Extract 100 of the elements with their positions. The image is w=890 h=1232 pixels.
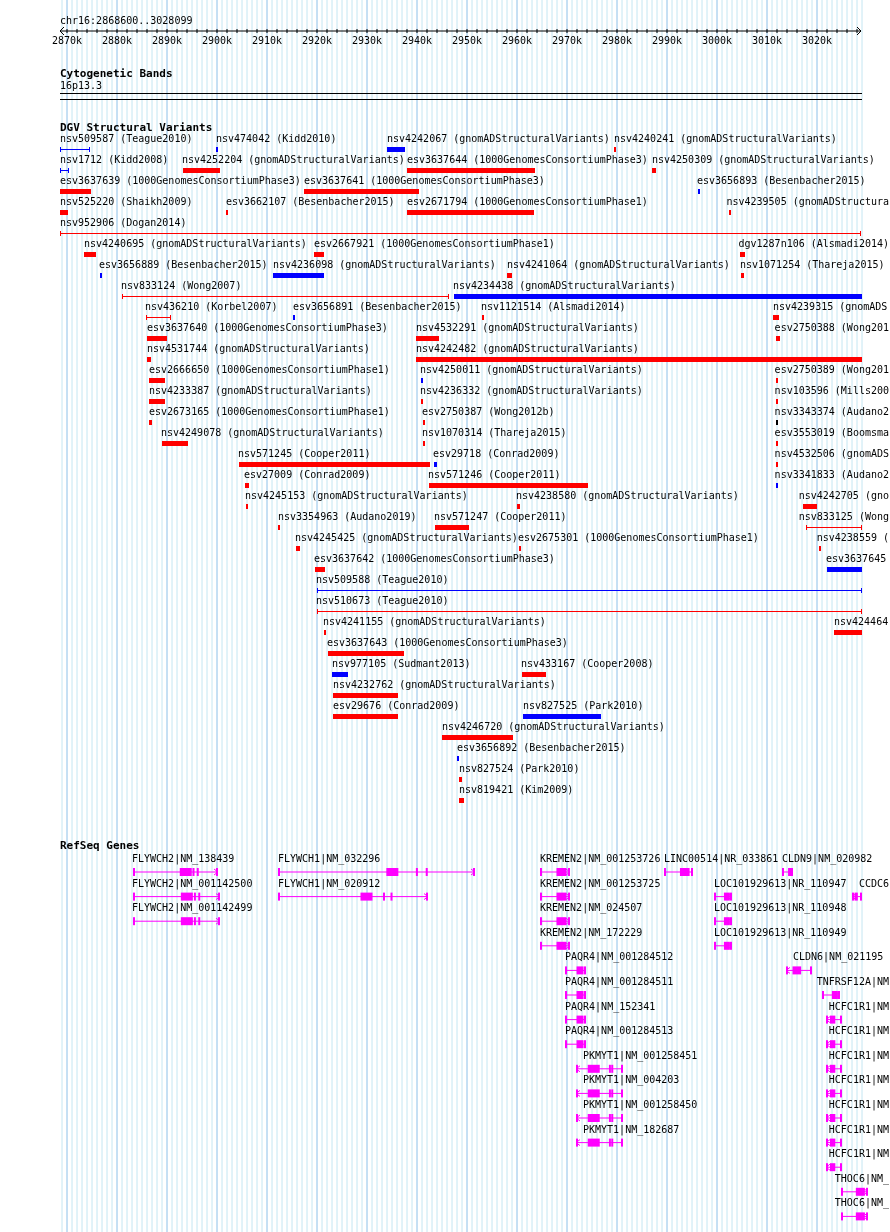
gene-label: HCFC1R1|NM (828, 1025, 889, 1038)
gene-label: HCFC1R1|NM (828, 1148, 889, 1161)
coordinate-range-title: chr16:2868600..3028099 (60, 15, 193, 27)
gene-label: PKMYT1|NM_001258450 (583, 1099, 698, 1111)
variant-label: nsv4249078 (gnomADStructuralVariants) (161, 427, 384, 439)
gene-label: PAQR4|NM_001284512 (565, 951, 674, 964)
variant-label: nsv833125 (Wong (798, 511, 889, 523)
variant-label: nsv4241064 (gnomADStructuralVariants) (507, 259, 730, 271)
variant-label: nsv571246 (Cooper2011) (428, 469, 561, 481)
gene-label: FLYWCH2|NM_001142499 (132, 902, 253, 915)
variant-label: esv3656891 (Besenbacher2015) (293, 301, 462, 313)
axis-tick-label: 2960k (501, 35, 533, 47)
variant-label: esv3637639 (1000GenomesConsortiumPhase3) (60, 175, 301, 187)
variant-label: nsv4252204 (gnomADStructuralVariants) (182, 154, 405, 166)
variant-label: nsv4242067 (gnomADStructuralVariants) (387, 133, 610, 145)
gene-label: PAQR4|NM_001284513 (565, 1025, 674, 1038)
chromosome-band-label: 16p13.3 (60, 80, 103, 92)
gene-label: FLYWCH1|NM_032296 (278, 853, 381, 865)
gene-label: FLYWCH2|NM_138439 (132, 853, 235, 865)
variant-label: nsv510673 (Teague2010) (316, 595, 449, 607)
variant-label: esv3637644 (1000GenomesConsortiumPhase3) (407, 154, 648, 166)
gene-label: KREMEN2|NM_024507 (540, 902, 643, 915)
variant-label: nsv509587 (Teague2010) (60, 133, 193, 145)
variant-label: nsv4240241 (gnomADStructuralVariants) (614, 133, 837, 145)
variant-label: esv27009 (Conrad2009) (244, 469, 371, 481)
variant-label: nsv4238559 ( (816, 532, 889, 544)
track-title: RefSeq Genes (60, 840, 140, 852)
axis-tick-label: 2970k (551, 35, 583, 47)
variant-label: nsv1712 (Kidd2008) (60, 154, 169, 166)
variant-label: nsv952906 (Dogan2014) (60, 217, 187, 229)
gene-label: LOC101929613|NR_110948 (714, 902, 847, 915)
axis-tick-label: 2950k (451, 35, 483, 47)
axis-tick-label: 2880k (101, 35, 133, 47)
variant-label: nsv3343374 (Audano2 (774, 406, 889, 418)
gene-label: HCFC1R1|NM (828, 1099, 889, 1111)
gene-label: KREMEN2|NM_172229 (540, 926, 643, 939)
variant-label: nsv4233387 (gnomADStructuralVariants) (149, 385, 372, 397)
variant-label: nsv3354963 (Audano2019) (278, 511, 417, 523)
variant-label: esv2667921 (1000GenomesConsortiumPhase1) (314, 238, 555, 250)
axis-tick-label: 3010k (751, 35, 783, 47)
gene-label: TNFRSF12A|NM (816, 976, 889, 988)
variant-label: esv2675301 (1000GenomesConsortiumPhase1) (518, 532, 759, 544)
variant-label: esv3637641 (1000GenomesConsortiumPhase3) (304, 175, 545, 187)
variant-label: nsv4239505 (gnomADStructura (726, 196, 889, 208)
variant-label: nsv4532291 (gnomADStructuralVariants) (416, 322, 639, 334)
variant-label: nsv827525 (Park2010) (523, 700, 644, 712)
variant-label: nsv4240695 (gnomADStructuralVariants) (84, 238, 307, 250)
gene-label: CLDN6|NM_021195 (793, 951, 884, 964)
gene-label: LINC00514|NR_033861 (664, 853, 779, 865)
variant-label: nsv4250309 (gnomADStructuralVariants) (652, 154, 875, 166)
gene-label: PKMYT1|NM_182687 (583, 1123, 680, 1136)
variant-label: nsv509588 (Teague2010) (316, 574, 449, 586)
variant-label: nsv4246720 (gnomADStructuralVariants) (442, 721, 665, 733)
variant-label: nsv4245425 (gnomADStructuralVariants) (295, 532, 518, 544)
variant-label: esv2750389 (Wong201 (774, 364, 889, 376)
variant-label: nsv4531744 (gnomADStructuralVariants) (147, 343, 370, 355)
variant-label: nsv103596 (Mills200 (774, 385, 889, 397)
variant-label: esv3662107 (Besenbacher2015) (226, 196, 395, 208)
variant-label: nsv4232762 (gnomADStructuralVariants) (333, 679, 556, 691)
gene-label: LOC101929613|NR_110947 (714, 877, 847, 890)
gene-label: HCFC1R1|NM (828, 1074, 889, 1087)
variant-label: esv3637643 (1000GenomesConsortiumPhase3) (327, 637, 568, 649)
variant-label: nsv4236098 (gnomADStructuralVariants) (273, 259, 496, 271)
axis-tick-label: 2990k (651, 35, 683, 47)
variant-label: esv3553019 (Boomsma (774, 427, 889, 439)
variant-label: esv29676 (Conrad2009) (333, 700, 460, 712)
variant-label: esv3656893 (Besenbacher2015) (697, 175, 866, 187)
variant-label: esv2750387 (Wong2012b) (422, 406, 555, 418)
variant-label: esv2750388 (Wong201 (774, 322, 889, 334)
variant-label: nsv424464 (834, 616, 889, 628)
variant-label: nsv1070314 (Thareja2015) (422, 427, 567, 439)
gene-label: LOC101929613|NR_110949 (714, 926, 847, 939)
gene-label: HCFC1R1|NM (828, 1123, 889, 1136)
gene-label: FLYWCH1|NM_020912 (278, 877, 381, 890)
variant-label: esv2671794 (1000GenomesConsortiumPhase1) (407, 196, 648, 208)
gene-label: HCFC1R1|NM (828, 1000, 889, 1013)
variant-label: nsv4242705 (gno (798, 490, 889, 502)
variant-label: esv3637640 (1000GenomesConsortiumPhase3) (147, 322, 388, 334)
variant-label: dgv1287n106 (Alsmadi2014) (738, 238, 889, 250)
axis-tick-label: 2930k (351, 35, 383, 47)
variant-label: esv2673165 (1000GenomesConsortiumPhase1) (149, 406, 390, 418)
gene-label: KREMEN2|NM_001253725 (540, 877, 661, 890)
variant-label: esv3637645 (826, 553, 887, 565)
gene-label: CCDC6 (858, 877, 889, 890)
variant-label: nsv977105 (Sudmant2013) (332, 658, 471, 670)
variant-label: esv3637642 (1000GenomesConsortiumPhase3) (314, 553, 555, 565)
variant-label: nsv436210 (Korbel2007) (145, 301, 278, 313)
variant-label: nsv4245153 (gnomADStructuralVariants) (245, 490, 468, 502)
variant-label: esv3656889 (Besenbacher2015) (99, 259, 268, 271)
axis-tick-label: 2920k (301, 35, 333, 47)
gene-label: PKMYT1|NM_001258451 (583, 1049, 698, 1062)
gene-label: PAQR4|NM_152341 (565, 1000, 656, 1013)
variant-label: nsv833124 (Wong2007) (121, 280, 242, 292)
variant-label: nsv571247 (Cooper2011) (434, 511, 567, 523)
gene-label: CLDN9|NM_020982 (782, 853, 873, 865)
variant-label: nsv827524 (Park2010) (459, 763, 580, 775)
axis-tick-label: 2900k (201, 35, 233, 47)
variant-label: nsv1071254 (Thareja2015) (740, 259, 885, 271)
gene-label: KREMEN2|NM_001253726 (540, 853, 661, 865)
variant-label: nsv819421 (Kim2009) (459, 784, 574, 796)
